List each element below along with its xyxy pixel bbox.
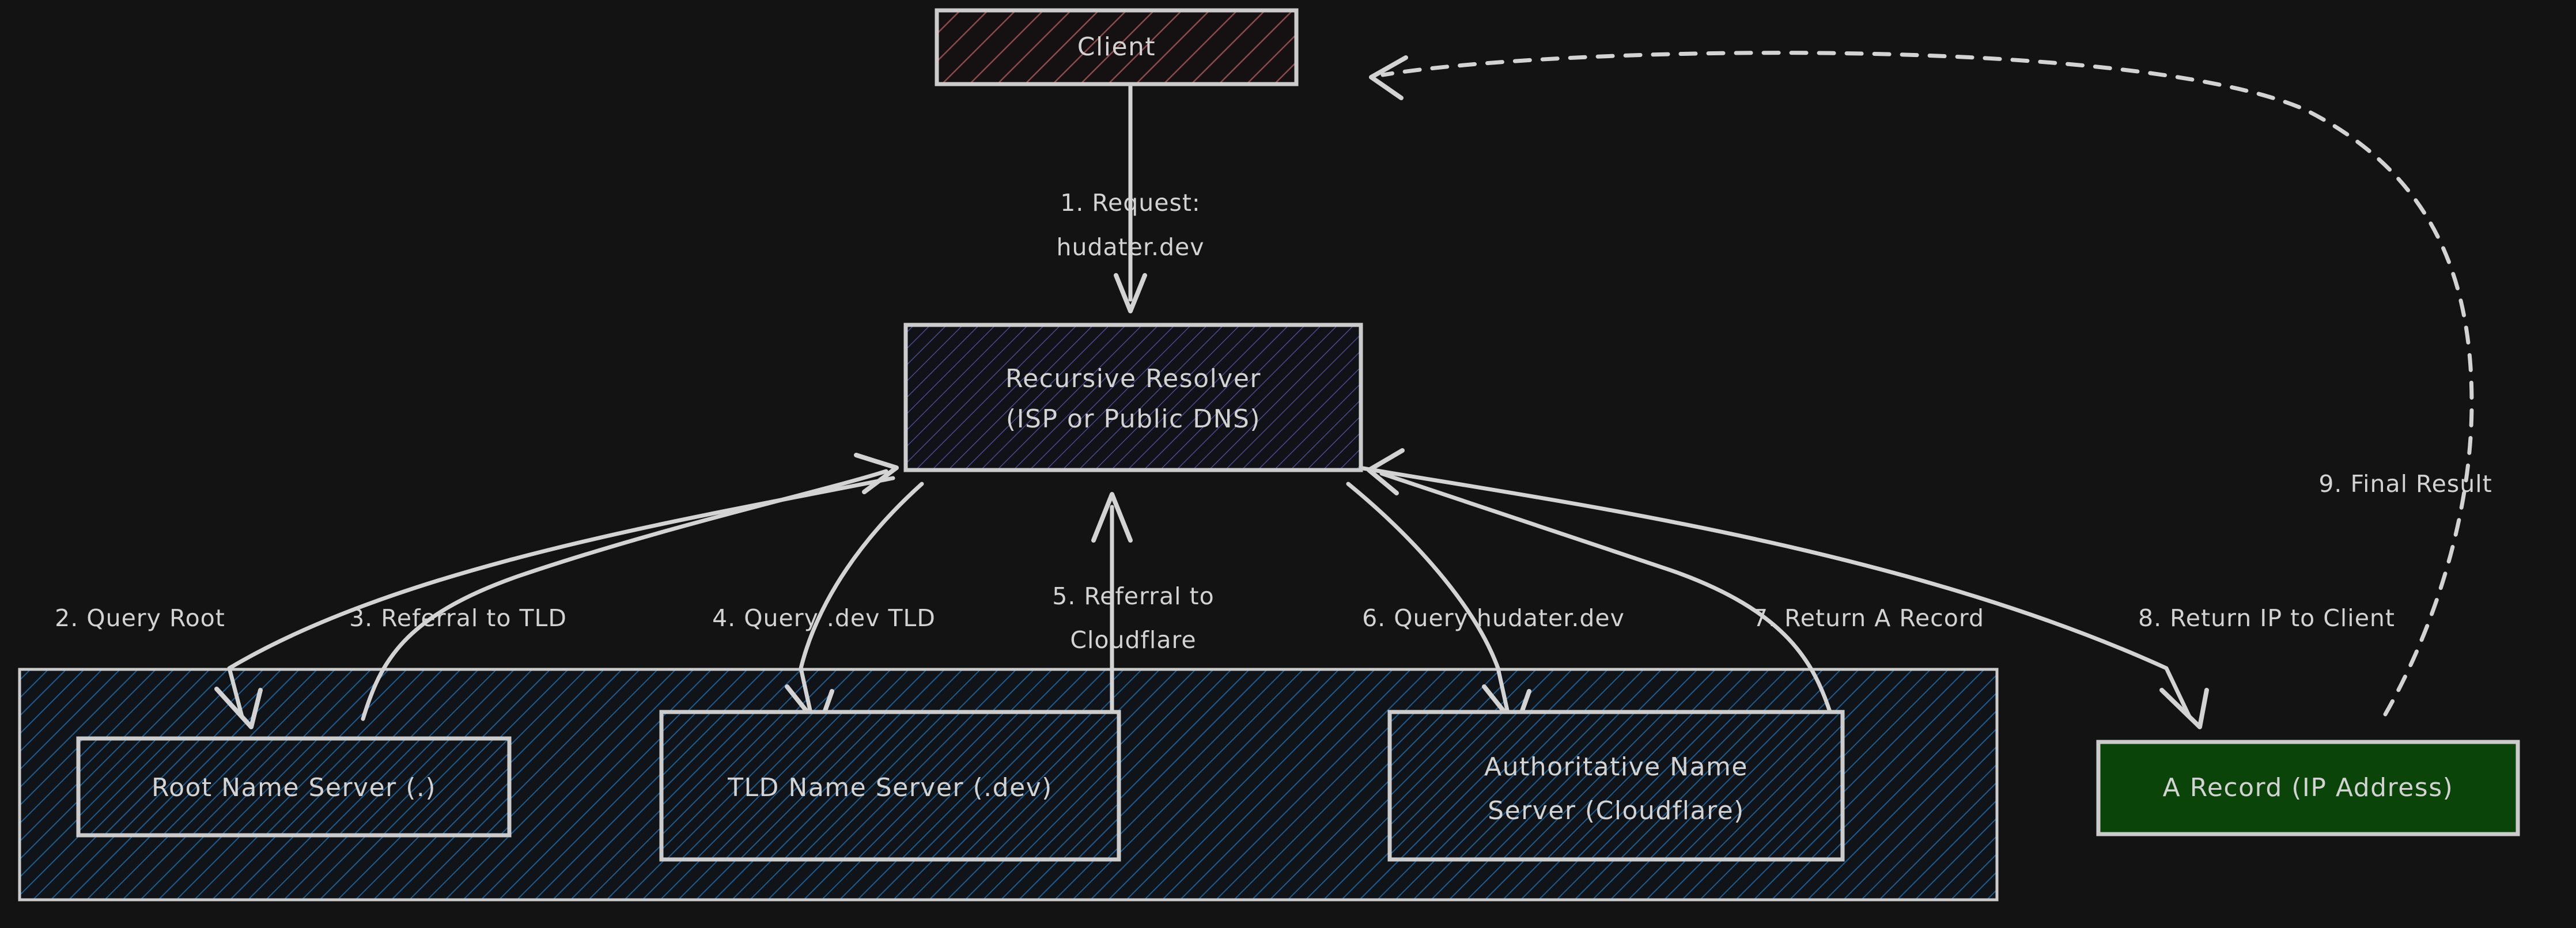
edge-8-return-ip-to-client xyxy=(1357,465,2209,729)
edge-5-referral-cloudflare xyxy=(1091,492,1133,715)
edge-9-final-result xyxy=(1369,51,2474,717)
node-recursive-resolver[interactable]: Recursive Resolver (ISP or Public DNS) xyxy=(903,323,1363,472)
node-auth-name-server-label-line1: Authoritative Name xyxy=(1484,752,1748,782)
edge-label-6: 6. Query hudater.dev xyxy=(1362,604,1625,632)
node-resolver-label-line1: Recursive Resolver xyxy=(1005,364,1261,393)
edge-label-5-line2: Cloudflare xyxy=(1070,626,1196,654)
node-root-name-server[interactable]: Root Name Server (.) xyxy=(76,736,512,838)
node-authoritative-name-server[interactable]: Authoritative Name Server (Cloudflare) xyxy=(1387,710,1845,862)
edge-label-8: 8. Return IP to Client xyxy=(2138,604,2395,632)
node-a-record-label: A Record (IP Address) xyxy=(2163,773,2454,802)
edge-label-4: 4. Query .dev TLD xyxy=(712,604,936,632)
node-auth-name-server-label-line2: Server (Cloudflare) xyxy=(1488,796,1745,825)
node-client-label: Client xyxy=(1077,32,1156,62)
edge-label-1: 1. Request: hudater.dev xyxy=(1056,189,1204,261)
edge-1-request xyxy=(1114,82,1147,313)
edge-label-1-line1: 1. Request: xyxy=(1060,189,1201,217)
node-client[interactable]: Client xyxy=(935,8,1299,86)
edge-label-1-line2: hudater.dev xyxy=(1056,233,1204,261)
node-tld-name-server[interactable]: TLD Name Server (.dev) xyxy=(659,710,1121,862)
edge-label-3: 3. Referral to TLD xyxy=(349,604,567,632)
edge-label-9: 9. Final Result xyxy=(2318,470,2492,498)
edge-label-5-line1: 5. Referral to xyxy=(1052,582,1214,610)
node-a-record[interactable]: A Record (IP Address) xyxy=(2096,740,2520,836)
node-root-name-server-label: Root Name Server (.) xyxy=(152,773,436,802)
edge-3-referral-tld xyxy=(361,453,899,721)
node-resolver-label-line2: (ISP or Public DNS) xyxy=(1006,404,1261,434)
edge-label-7: 7. Return A Record xyxy=(1753,604,1984,632)
node-tld-name-server-label: TLD Name Server (.dev) xyxy=(727,773,1053,802)
edge-label-2: 2. Query Root xyxy=(55,604,225,632)
edge-label-5: 5. Referral to Cloudflare xyxy=(1052,582,1214,654)
